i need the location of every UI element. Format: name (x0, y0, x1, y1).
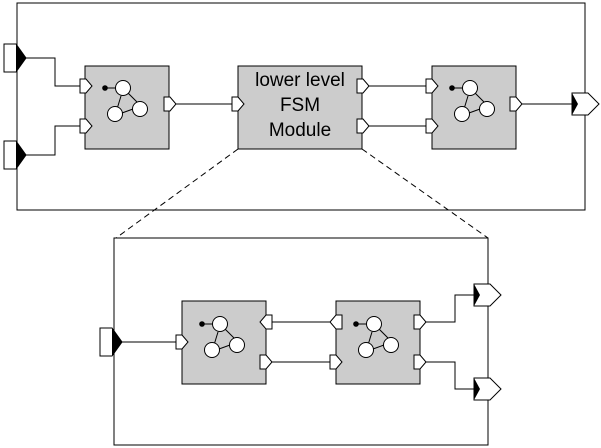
lower-level-fsm-module[interactable]: lower level FSM Module (231, 65, 370, 150)
wire-d-out-1 (426, 294, 474, 323)
module-label-line-2: FSM (280, 95, 320, 116)
module-label-line-1: lower level (255, 70, 345, 91)
wire-d-out-2 (426, 361, 474, 390)
wire-in1 (26, 57, 80, 87)
top-output-port[interactable] (571, 92, 600, 116)
module-label-line-3: Module (269, 120, 331, 141)
fsm-module-d[interactable] (329, 300, 427, 385)
fsm-module-a[interactable] (79, 65, 177, 150)
zoom-line-right (361, 148, 489, 239)
fsm-module-b[interactable] (425, 65, 523, 150)
expanded-output-port-1[interactable] (473, 283, 502, 307)
fsm-module-c[interactable] (175, 300, 273, 385)
zoom-line-left (115, 148, 239, 239)
wire-in2 (26, 125, 80, 156)
expanded-output-port-2[interactable] (473, 377, 502, 401)
